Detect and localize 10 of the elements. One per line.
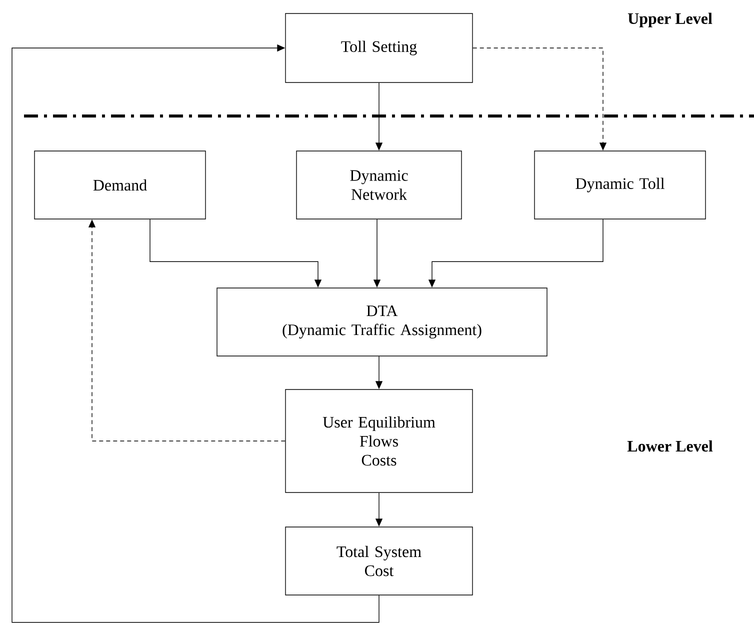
process-box: Total System Cost — [285, 526, 473, 596]
arrow — [12, 44, 380, 623]
process-box: Dynamic Toll — [534, 150, 706, 220]
process-box: User Equilibrium Flows Costs — [285, 389, 473, 493]
level-label: Lower Level — [627, 440, 713, 452]
process-box: Dynamic Network — [296, 150, 462, 220]
level-label: Upper Level — [628, 12, 712, 28]
process-box: DTA (Dynamic Traffic Assignment) — [216, 288, 548, 356]
process-box: Toll Setting — [285, 13, 473, 83]
process-box: Demand — [34, 150, 206, 220]
